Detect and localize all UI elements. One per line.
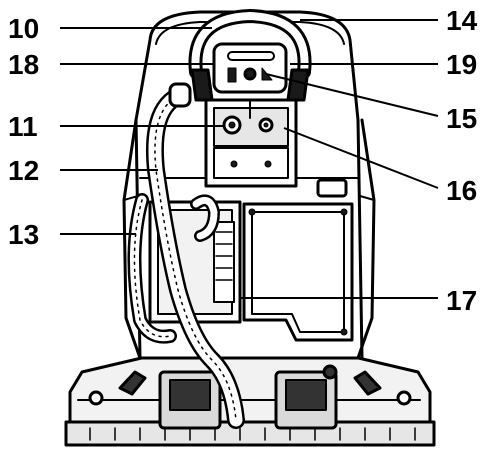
callout-15: 15 <box>446 103 477 134</box>
callout-12: 12 <box>8 155 39 186</box>
callout-19: 19 <box>446 49 477 80</box>
callout-labels: 10 18 11 12 13 14 19 15 16 17 <box>8 5 478 316</box>
fill-compartment <box>204 98 298 188</box>
leader-15 <box>265 73 439 117</box>
callout-leaders <box>60 19 439 299</box>
callout-17: 17 <box>446 285 477 316</box>
leader-16 <box>283 127 439 189</box>
callout-16: 16 <box>446 175 477 206</box>
base-deck <box>64 354 436 447</box>
machine-illustration <box>64 9 436 447</box>
rear-access-panel <box>242 202 354 342</box>
control-panel <box>212 42 288 94</box>
callout-18: 18 <box>8 49 39 80</box>
drain-hose-left <box>127 193 177 344</box>
callout-10: 10 <box>8 13 39 44</box>
callout-14: 14 <box>446 5 478 36</box>
callout-11: 11 <box>8 111 38 142</box>
callout-13: 13 <box>8 219 39 250</box>
vacuum-hose <box>145 82 245 429</box>
